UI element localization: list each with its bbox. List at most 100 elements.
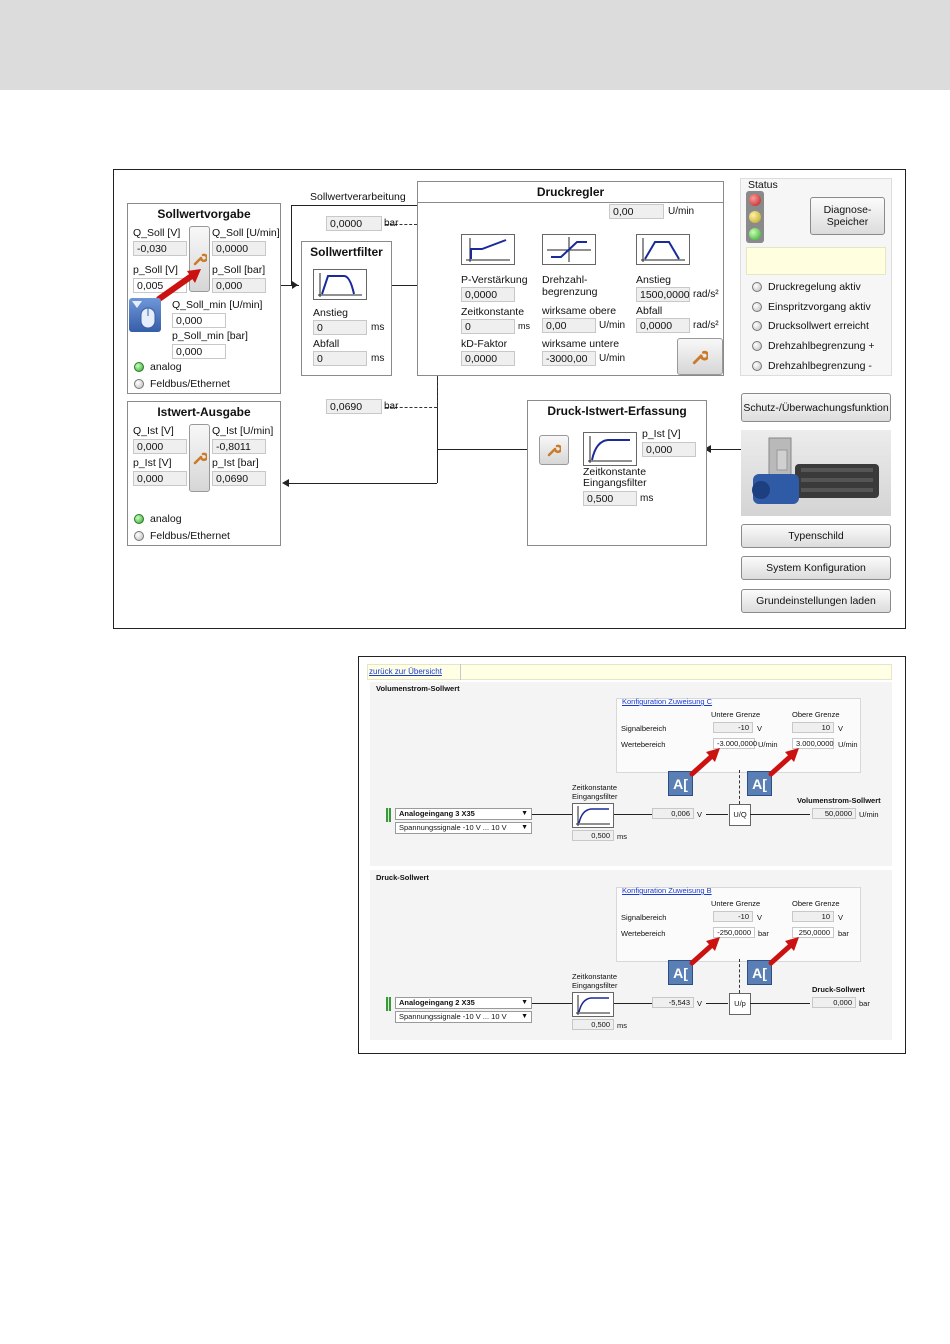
ramp-filter-icon — [313, 269, 367, 300]
vol-zk-value[interactable]: 0,500 — [572, 830, 614, 841]
time-constant-value[interactable]: 0 — [461, 319, 515, 334]
connector-line — [532, 1003, 572, 1004]
speed-limit-label: Drehzahl- — [542, 274, 588, 286]
fall-label: Abfall — [636, 305, 663, 317]
vol-werte-low-value[interactable]: -3.000,0000 — [713, 738, 757, 749]
volumenstrom-config-box — [616, 698, 861, 773]
druck-config-link[interactable]: Konfiguration Zuweisung B — [622, 886, 712, 895]
druck-pt1-icon — [572, 992, 614, 1017]
istwert-title: Istwert-Ausgabe — [157, 405, 251, 419]
q-ist-v-label: Q_Ist [V] — [133, 425, 174, 437]
vol-werte-high-value[interactable]: 3.000,0000 — [792, 738, 834, 749]
status-radio-1 — [752, 282, 762, 292]
vol-signal-high-value[interactable]: 10 — [792, 722, 834, 733]
fall-value[interactable]: 0,0000 — [636, 318, 690, 333]
filter-time-constant-label: Zeitkonstante — [583, 466, 647, 478]
vol-signalbereich-label: Signalbereich — [621, 724, 667, 733]
druck-measured-value: -5,543 — [652, 997, 694, 1008]
traffic-light-icon — [746, 191, 764, 243]
p-gain-value[interactable]: 0,0000 — [461, 287, 515, 302]
druck-signal-low-value[interactable]: -10 — [713, 911, 753, 922]
anstieg-value[interactable]: 0 — [313, 320, 367, 335]
vol-converter-block: U/Q — [729, 804, 751, 826]
vol-signal-low-value[interactable]: -10 — [713, 722, 753, 733]
druck-istwert-settings-button[interactable] — [539, 435, 569, 465]
analog-radio[interactable] — [134, 362, 144, 372]
feldbus-radio[interactable] — [134, 379, 144, 389]
q-soll-u-value: 0,0000 — [212, 241, 266, 256]
status-item-drehzahl-plus: Drehzahlbegrenzung + — [768, 340, 875, 352]
druck-werte-high-value[interactable]: 250,0000 — [792, 927, 834, 938]
system-konfiguration-button[interactable]: System Konfiguration — [741, 556, 891, 580]
speed-value: 0,00 — [609, 204, 664, 219]
vol-signal-low-unit: V — [757, 724, 763, 733]
typenschild-button[interactable]: Typenschild — [741, 524, 891, 548]
wrench-icon — [547, 444, 561, 457]
vol-zeitkonstante-label: Zeitkonstante — [572, 783, 618, 792]
istwert-analog-radio[interactable] — [134, 514, 144, 524]
q-soll-min-value[interactable]: 0,000 — [172, 313, 226, 328]
input-indicator — [386, 808, 391, 822]
anstieg-label: Anstieg — [313, 307, 349, 319]
arrow-head — [282, 479, 289, 487]
vol-input-select[interactable]: Analogeingang 3 X35▼ — [395, 808, 532, 820]
istwert-feldbus-radio[interactable] — [134, 531, 144, 541]
vol-untere-grenze-label: Untere Grenze — [711, 710, 761, 719]
status-item-drucksollwert: Drucksollwert erreicht — [768, 320, 869, 332]
dashed-line — [385, 407, 437, 408]
red-pointer-arrow — [689, 748, 720, 777]
fall-unit: rad/s² — [693, 320, 719, 331]
rise-value[interactable]: 1500,0000 — [636, 287, 690, 302]
druck-result-label: Druck-Sollwert — [812, 985, 865, 994]
analog-label: analog — [150, 361, 182, 373]
druck-signal-high-value[interactable]: 10 — [792, 911, 834, 922]
p-soll-min-value[interactable]: 0,000 — [172, 344, 226, 359]
status-item-drehzahl-minus: Drehzahlbegrenzung - — [768, 360, 872, 372]
diagnose-speicher-button[interactable]: Diagnose- Speicher — [810, 197, 885, 235]
connector-line — [532, 814, 572, 815]
grundeinstellungen-laden-button[interactable]: Grundeinstellungen laden — [741, 589, 891, 613]
druck-input-select[interactable]: Analogeingang 2 X35▼ — [395, 997, 532, 1009]
back-to-overview-link[interactable]: zurück zur Übersicht — [369, 667, 442, 676]
abfall-unit: ms — [371, 353, 385, 364]
q-ist-u-value: -0,8011 — [212, 439, 266, 454]
upper-limit-unit: U/min — [599, 320, 626, 331]
vol-result-value: 50,0000 — [812, 808, 856, 819]
vol-werte-low-unit: U/min — [758, 740, 778, 749]
time-constant-unit: ms — [518, 321, 530, 331]
time-constant-label: Zeitkonstante — [461, 306, 525, 318]
istwert-settings-button[interactable] — [189, 424, 210, 492]
druck-zk-value[interactable]: 0,500 — [572, 1019, 614, 1030]
connector-line — [287, 483, 437, 484]
analog-input-icon: A[ — [747, 960, 772, 985]
vol-zk-unit: ms — [617, 832, 627, 841]
druck-zeitkonstante-label: Zeitkonstante — [572, 972, 618, 981]
druck-istwert-box: Druck-Istwert-Erfassung — [527, 400, 707, 546]
vol-signal-high-unit: V — [838, 724, 844, 733]
connector-line — [392, 285, 426, 286]
status-item-druckregelung: Druckregelung aktiv — [768, 281, 861, 293]
druckregler-settings-button[interactable] — [677, 338, 723, 375]
istwert-feldbus-label: Feldbus/Ethernet — [150, 530, 230, 542]
status-radio-3 — [752, 321, 762, 331]
rise-label: Anstieg — [636, 274, 672, 286]
kd-value[interactable]: 0,0000 — [461, 351, 515, 366]
ramp-icon — [636, 234, 690, 265]
red-pointer-arrow — [768, 937, 799, 966]
vol-signal-select[interactable]: Spannungssignale -10 V ... 10 V▼ — [395, 822, 532, 834]
vol-result-label: Volumenstrom-Sollwert — [797, 796, 881, 805]
druck-werte-low-value[interactable]: -250,0000 — [713, 927, 755, 938]
dashed-line — [385, 224, 417, 225]
druck-wertebereich-label: Wertebereich — [621, 929, 666, 938]
druck-signal-select[interactable]: Spannungssignale -10 V ... 10 V▼ — [395, 1011, 532, 1023]
filter-time-constant-value[interactable]: 0,500 — [583, 491, 637, 506]
connector-line — [750, 1003, 810, 1004]
wrench-icon — [692, 350, 708, 364]
abfall-value[interactable]: 0 — [313, 351, 367, 366]
kd-label: kD-Faktor — [461, 338, 508, 350]
volumenstrom-config-link[interactable]: Konfiguration Zuweisung C — [622, 697, 713, 706]
p-gain-label: P-Verstärkung — [461, 274, 528, 286]
status-title: Status — [748, 179, 778, 191]
status-radio-5 — [752, 361, 762, 371]
schutz-ueberwachung-button[interactable]: Schutz-/Überwachungsfunktion — [741, 393, 891, 422]
